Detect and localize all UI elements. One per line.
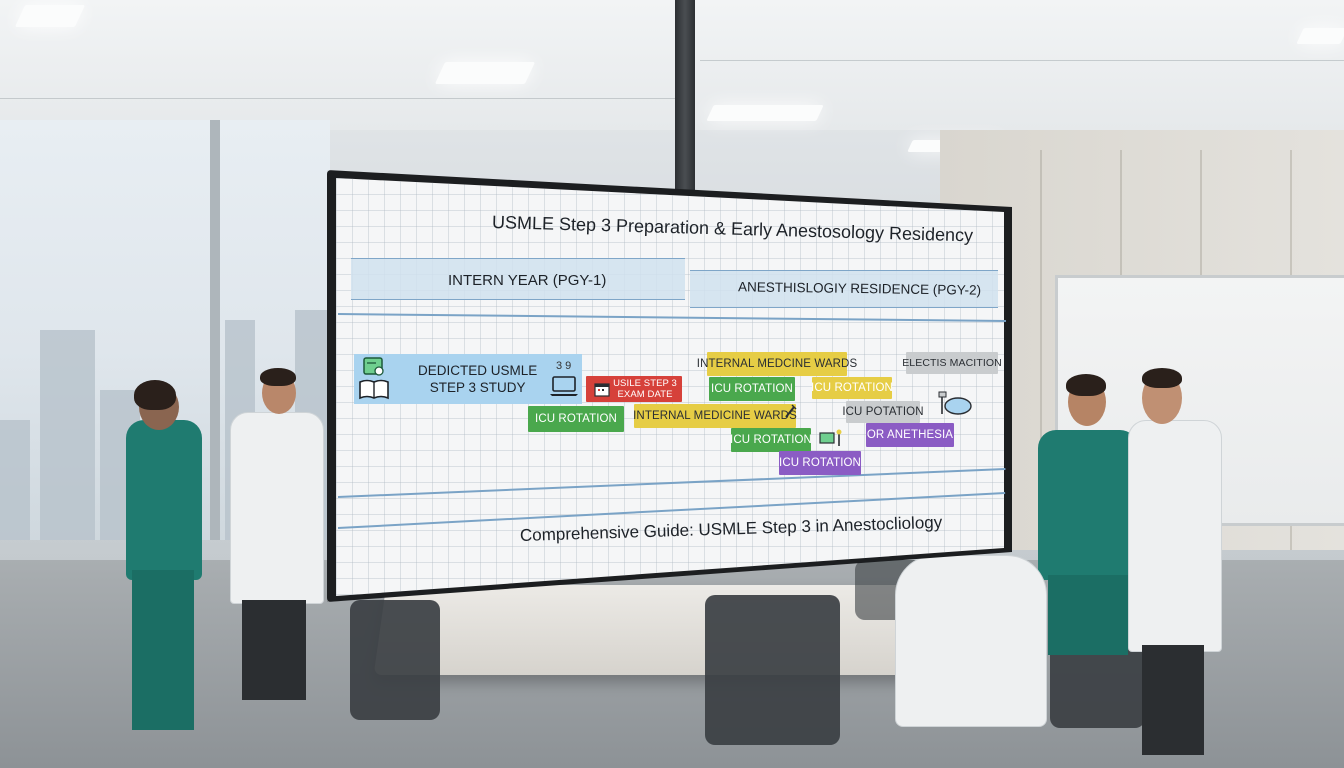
ceiling-grid-line bbox=[700, 60, 1344, 61]
chip-icu-potation: ICU POTATION bbox=[842, 401, 924, 423]
chip-or-anesthesia: OR ANETHESIA bbox=[866, 423, 954, 447]
ceiling-grid-line bbox=[0, 98, 680, 99]
office-chair bbox=[350, 600, 440, 720]
wall-panel-line bbox=[1040, 150, 1042, 550]
ceiling-light bbox=[706, 105, 824, 121]
phase-label-intern: INTERN YEAR (PGY-1) bbox=[448, 272, 607, 289]
ceiling-light bbox=[1296, 28, 1344, 44]
chip-exam-date-line2: EXAM DATE bbox=[617, 389, 673, 400]
chip-internal-medicine-wards-2: INTERNAL MEDICINE WARDS bbox=[633, 404, 797, 428]
study-block-line2: STEP 3 STUDY bbox=[429, 380, 526, 395]
window-frame bbox=[210, 120, 220, 540]
study-block-label: DEDICTED USMLE STEP 3 STUDY bbox=[418, 362, 537, 396]
chip-icu-rotation-1: ICU ROTATION bbox=[528, 406, 624, 432]
city-building bbox=[0, 420, 30, 540]
laptop-icon bbox=[550, 376, 578, 396]
chip-exam-date: USILE STEP 3 EXAM DATE bbox=[586, 376, 682, 402]
ceiling-light bbox=[14, 5, 86, 27]
chip-icu-rotation-3: ICU ROTATION bbox=[811, 377, 893, 399]
clipboard-icon bbox=[363, 357, 384, 376]
monitor-mount-pole bbox=[675, 0, 695, 190]
study-block-badge: 3 9 bbox=[556, 360, 572, 372]
calendar-icon bbox=[594, 383, 610, 397]
office-chair bbox=[705, 595, 840, 745]
chip-icu-rotation-5: ICU ROTATION bbox=[779, 451, 861, 475]
city-building bbox=[40, 330, 95, 540]
monitor-device-icon bbox=[819, 429, 842, 446]
study-block bbox=[354, 354, 582, 404]
ceiling bbox=[0, 0, 1344, 130]
chip-exam-date-line1: USILE STEP 3 bbox=[613, 378, 677, 389]
study-block-line1: DEDICTED USMLE bbox=[418, 363, 538, 378]
chip-icu-rotation-4: ICU ROTATION bbox=[730, 428, 812, 452]
book-icon bbox=[359, 379, 389, 400]
ceiling-light bbox=[434, 62, 536, 84]
phase-band-residency bbox=[690, 270, 998, 308]
chip-internal-medicine-wards-1: INTERNAL MEDCINE WARDS bbox=[697, 352, 857, 376]
anesthesia-machine-icon bbox=[938, 391, 972, 415]
syringe-icon bbox=[785, 404, 797, 418]
chip-icu-rotation-2: ICU ROTATION bbox=[709, 377, 795, 401]
phase-band-intern bbox=[351, 258, 685, 300]
chip-electives: ELECTIS MACITION bbox=[902, 352, 1002, 374]
